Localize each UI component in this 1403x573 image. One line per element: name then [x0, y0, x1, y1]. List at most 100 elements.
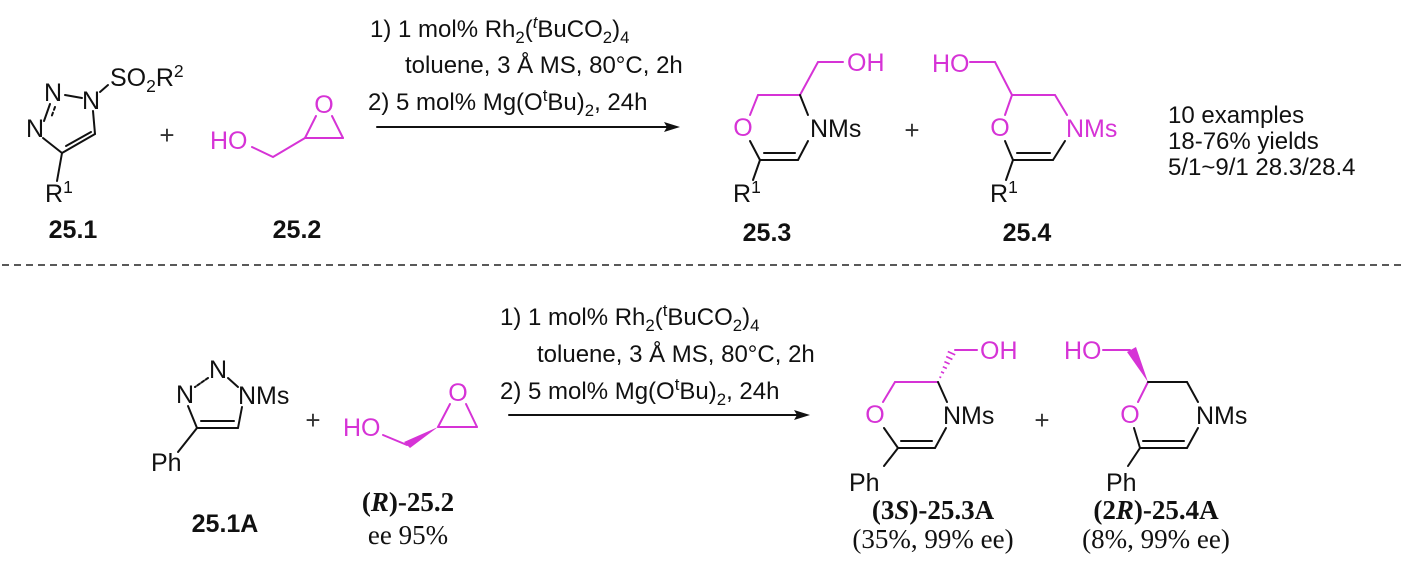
phenyl-group: Ph	[151, 449, 182, 477]
text-segment: , 24h	[594, 89, 647, 116]
text-segment: Bu)	[547, 89, 584, 116]
text-segment: (3	[872, 495, 895, 525]
text-segment: 2) 5 mol% Mg(O	[368, 89, 543, 116]
condition-line-1: 1) 1 mol% Rh2(tBuCO2)4	[370, 13, 629, 47]
text-segment: (2	[1093, 495, 1116, 525]
text-segment: )-25.2	[389, 487, 454, 517]
hydroxyl-group: OH	[980, 337, 1018, 365]
text-segment: , 24h	[726, 378, 779, 405]
phenyl-group: Ph	[1106, 469, 1137, 497]
compound-label: 25.2	[273, 216, 322, 244]
subscript: 2	[645, 316, 654, 335]
text-segment: (	[655, 304, 663, 331]
compound-label: 25.1	[49, 216, 98, 244]
text-segment: (	[362, 487, 371, 517]
text-segment: 1) 1 mol% Rh	[370, 16, 515, 43]
compound-25-1a: N N NMs Ph 25.1A	[151, 356, 289, 538]
text-segment: R	[1115, 495, 1134, 525]
plus-sign: +	[305, 405, 320, 435]
compound-label: 25.3	[743, 219, 792, 247]
compound-label: (R)-25.2	[362, 487, 454, 517]
condition-line-2: toluene, 3 Å MS, 80°C, 2h	[537, 340, 815, 368]
nms-group: NMs	[943, 402, 994, 430]
compound-r-25-2: HO O (R)-25.2 ee 95%	[343, 379, 478, 550]
text-segment: 1) 1 mol% Rh	[500, 304, 645, 331]
plus-sign: +	[904, 115, 919, 145]
superscript: 1	[63, 177, 73, 197]
subscript: 2	[717, 390, 726, 409]
ring-oxygen: O	[865, 401, 884, 429]
text-segment: )	[612, 16, 620, 43]
subscript: 4	[620, 28, 629, 47]
compound-25-3: OH O NMs R1 25.3	[733, 49, 885, 247]
nms-group: NMs	[1196, 402, 1247, 430]
wedge-bond	[404, 427, 438, 448]
scope-summary: 10 examples 18-76% yields 5/1~9/1 28.3/2…	[1168, 102, 1356, 181]
hydroxyl-group: HO	[210, 127, 248, 155]
subscript: 2	[146, 76, 156, 96]
text-segment: toluene, 3 Å MS, 80°C, 2h	[537, 340, 815, 368]
ring-oxygen: O	[733, 114, 752, 142]
hydroxyl-group: HO	[932, 50, 970, 78]
epoxide-oxygen: O	[448, 379, 467, 407]
nms-group: NMs	[810, 115, 861, 143]
epoxide-oxygen: O	[314, 91, 333, 119]
phenyl-group: Ph	[849, 469, 880, 497]
superscript: 1	[751, 177, 761, 197]
text-segment: )-25.4A	[1134, 495, 1219, 525]
superscript: t	[543, 86, 548, 105]
compound-label: 25.4	[1003, 219, 1052, 247]
atom-n: N	[26, 115, 44, 143]
summary-ratio: 5/1~9/1 28.3/28.4	[1168, 154, 1356, 181]
text-segment: R	[156, 64, 174, 92]
compound-2r-25-4a: HO O NMs Ph (2R)-25.4A (8%, 99% ee)	[1064, 337, 1247, 554]
superscript: 2	[174, 61, 184, 81]
text-segment: R	[990, 180, 1008, 208]
hydroxyl-group: OH	[847, 49, 885, 77]
subscript: 2	[603, 28, 612, 47]
text-segment: SO	[110, 64, 146, 92]
r1-group: R1	[733, 177, 761, 208]
text-segment: (	[525, 16, 533, 43]
text-segment: R	[45, 180, 63, 208]
compound-25-4: HO O NMs R1 25.4	[932, 50, 1117, 247]
superscript: t	[533, 13, 539, 32]
arrow-head	[664, 122, 680, 132]
r1-group: R1	[990, 177, 1018, 208]
hydroxyl-group: HO	[343, 414, 381, 442]
wedge-bond	[1127, 347, 1148, 382]
reaction-conditions-top: 1) 1 mol% Rh2(tBuCO2)4 toluene, 3 Å MS, …	[368, 13, 683, 132]
yield-ee: (35%, 99% ee)	[852, 524, 1013, 554]
arrow-head	[794, 410, 810, 420]
nms-group: NMs	[1066, 115, 1117, 143]
condition-line-3: 2) 5 mol% Mg(OtBu)2, 24h	[368, 86, 647, 120]
compound-3s-25-3a: OH O NMs Ph (3S)-25.3A (35%, 99% ee)	[849, 337, 1018, 554]
text-segment: S	[894, 495, 909, 525]
compound-25-1: N N N SO2R2 R1 25.1	[26, 61, 184, 244]
atom-n: N	[44, 79, 62, 107]
superscript: t	[675, 375, 680, 394]
compound-label: (2R)-25.4A	[1093, 495, 1219, 525]
plus-sign: +	[159, 120, 174, 150]
r1-group: R1	[45, 177, 73, 208]
subscript: 2	[733, 316, 742, 335]
text-segment: BuCO	[667, 304, 732, 331]
sulfonyl-group: SO2R2	[110, 61, 184, 96]
superscript: 1	[1008, 177, 1018, 197]
text-segment: Bu)	[679, 378, 716, 405]
nms-group: NMs	[238, 382, 289, 410]
hydroxyl-group: HO	[1064, 337, 1102, 365]
text-segment: toluene, 3 Å MS, 80°C, 2h	[405, 51, 683, 79]
subscript: 2	[515, 28, 524, 47]
subscript: 2	[585, 101, 594, 120]
atom-n: N	[176, 381, 194, 409]
yield-ee: (8%, 99% ee)	[1082, 524, 1230, 554]
condition-line-1: 1) 1 mol% Rh2(tBuCO2)4	[500, 301, 759, 335]
condition-line-2: toluene, 3 Å MS, 80°C, 2h	[405, 51, 683, 79]
atom-n: N	[82, 87, 100, 115]
text-segment: )-25.3A	[909, 495, 994, 525]
condition-line-3: 2) 5 mol% Mg(OtBu)2, 24h	[500, 375, 779, 409]
compound-label: 25.1A	[192, 510, 259, 538]
plus-sign: +	[1034, 405, 1049, 435]
text-segment: R	[370, 487, 389, 517]
